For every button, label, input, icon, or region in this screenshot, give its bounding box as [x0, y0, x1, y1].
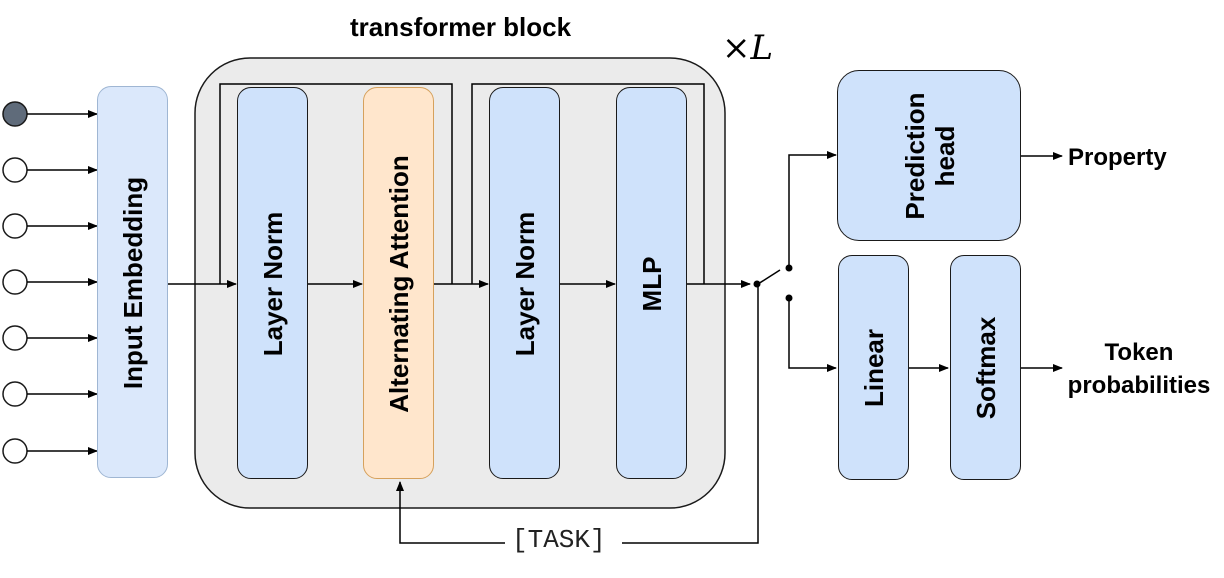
linear-block: Linear	[838, 255, 909, 480]
input-token-dot	[2, 213, 28, 239]
transformer-block-title: transformer block	[350, 12, 572, 42]
layer-norm-1-label: Layer Norm	[258, 211, 288, 357]
softmax-label: Softmax	[971, 316, 1001, 420]
input-arrows	[27, 110, 98, 455]
layer-norm-2-block: Layer Norm	[489, 87, 560, 479]
input-token-dot	[2, 381, 28, 407]
mlp-block: MLP	[616, 87, 687, 479]
task-token-label: [TASK]	[508, 525, 610, 555]
input-embedding-label: Input Embedding	[118, 176, 148, 390]
layer-norm-1-block: Layer Norm	[237, 87, 308, 479]
input-token-dot	[2, 157, 28, 183]
transformer-block-container	[194, 57, 726, 509]
input-token-dot	[2, 269, 28, 295]
input-tokens	[2, 101, 28, 464]
softmax-block: Softmax	[950, 255, 1021, 480]
switch-contacts	[753, 264, 793, 302]
token-probabilities-output-label: Token probabilities	[1067, 339, 1211, 399]
repeat-label: ×L	[722, 28, 774, 68]
mlp-label: MLP	[637, 256, 667, 312]
prediction-head-label: Prediction head	[900, 92, 960, 220]
alternating-attention-label: Alternating Attention	[384, 155, 414, 413]
prediction-head-block: Prediction head	[837, 70, 1021, 241]
input-token-dot	[2, 325, 28, 351]
input-token-dot	[2, 438, 28, 464]
main-flow-arrows	[168, 83, 1063, 544]
input-token-dot-filled	[2, 101, 28, 127]
layer-norm-2-label: Layer Norm	[510, 211, 540, 357]
input-embedding-block: Input Embedding	[97, 86, 168, 478]
alternating-attention-block: Alternating Attention	[363, 87, 434, 479]
property-output-label: Property	[1068, 144, 1167, 171]
linear-label: Linear	[859, 328, 889, 408]
